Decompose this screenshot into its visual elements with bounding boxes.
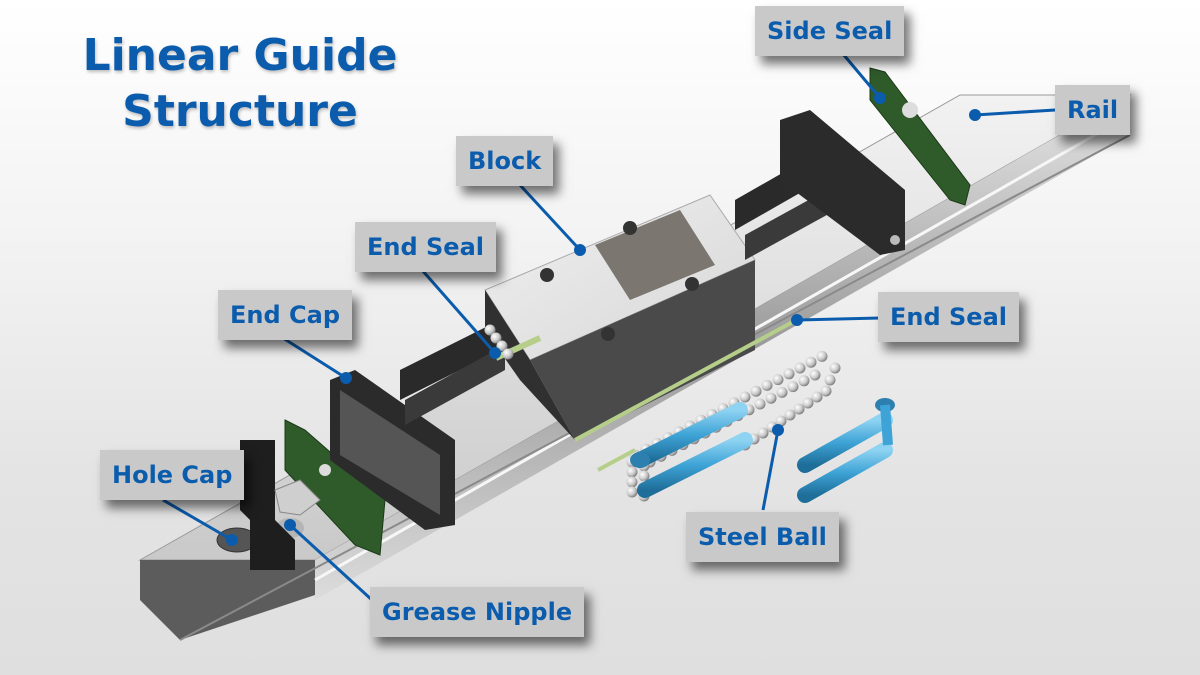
steel-ball — [802, 397, 814, 409]
steel-ball — [502, 348, 514, 360]
steel-ball — [754, 398, 766, 410]
steel-ball — [626, 486, 638, 498]
steel-ball — [496, 340, 508, 352]
label-hole-cap: Hole Cap — [100, 450, 245, 500]
leader-rail — [974, 108, 1056, 117]
leader-end-cap — [282, 336, 347, 380]
steel-ball — [626, 466, 638, 478]
steel-ball — [761, 379, 773, 391]
seal-strip — [597, 448, 636, 472]
leader-hole-cap — [162, 498, 233, 542]
steel-ball — [816, 350, 828, 362]
block-part — [484, 194, 801, 442]
title-line-1: Linear Guide — [82, 30, 398, 81]
steel-ball — [805, 356, 817, 368]
steel-ball — [638, 470, 650, 482]
leader-end-seal-right — [796, 316, 881, 322]
steel-ball — [490, 332, 502, 344]
steel-ball — [824, 374, 836, 386]
right-end-assembly — [735, 67, 971, 260]
left-end-assembly — [240, 320, 505, 570]
title-line-2: Structure — [122, 86, 358, 137]
steel-ball — [811, 391, 823, 403]
steel-ball — [776, 386, 788, 398]
steel-ball — [794, 362, 806, 374]
diagram-title: Linear Guide Structure — [60, 28, 420, 140]
steel-ball — [793, 403, 805, 415]
steel-ball — [784, 409, 796, 421]
steel-ball — [739, 391, 751, 403]
steel-ball — [484, 324, 496, 336]
label-block: Block — [456, 136, 554, 186]
leader-grease-nipple — [288, 523, 374, 602]
leader-end-seal-upper — [420, 269, 497, 354]
steel-ball — [809, 369, 821, 381]
steel-ball — [829, 362, 841, 374]
steel-ball — [820, 385, 832, 397]
label-grease-nipple: Grease Nipple — [370, 587, 585, 637]
grease-nipple-part — [274, 479, 321, 516]
steel-ball — [798, 375, 810, 387]
label-rail: Rail — [1055, 85, 1131, 135]
steel-ball — [772, 374, 784, 386]
label-side-seal: Side Seal — [755, 6, 905, 56]
label-end-seal-upper: End Seal — [355, 222, 496, 272]
leader-side-seal — [836, 47, 882, 99]
leader-lines — [162, 47, 1056, 602]
label-steel-ball: Steel Ball — [686, 512, 839, 562]
steel-ball — [775, 415, 787, 427]
steel-ball — [626, 476, 638, 488]
label-end-cap: End Cap — [218, 290, 353, 340]
ball-retainer-right — [797, 398, 895, 503]
steel-ball — [765, 392, 777, 404]
steel-ball — [787, 381, 799, 393]
ball-retainer-left — [630, 402, 753, 498]
label-end-seal-right: End Seal — [878, 292, 1019, 342]
steel-ball — [757, 427, 769, 439]
leader-block — [518, 183, 582, 252]
steel-ball — [783, 368, 795, 380]
leader-steel-ball — [761, 429, 780, 511]
steel-ball — [750, 385, 762, 397]
